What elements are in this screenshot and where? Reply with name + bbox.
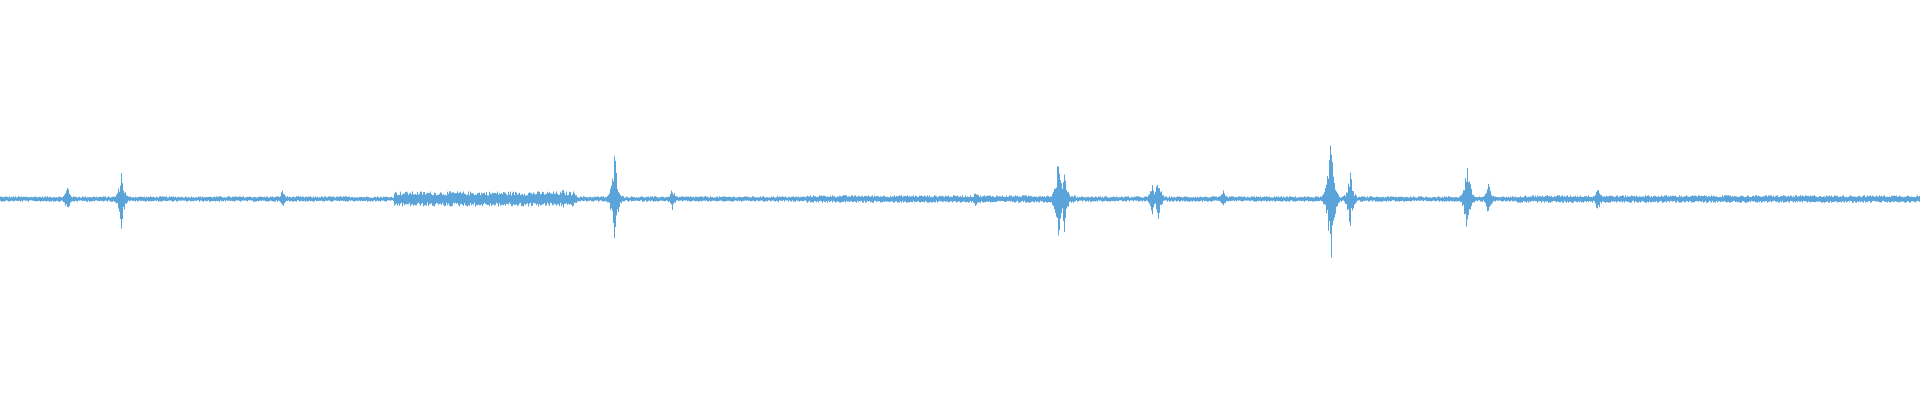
waveform-trace (0, 145, 1920, 258)
